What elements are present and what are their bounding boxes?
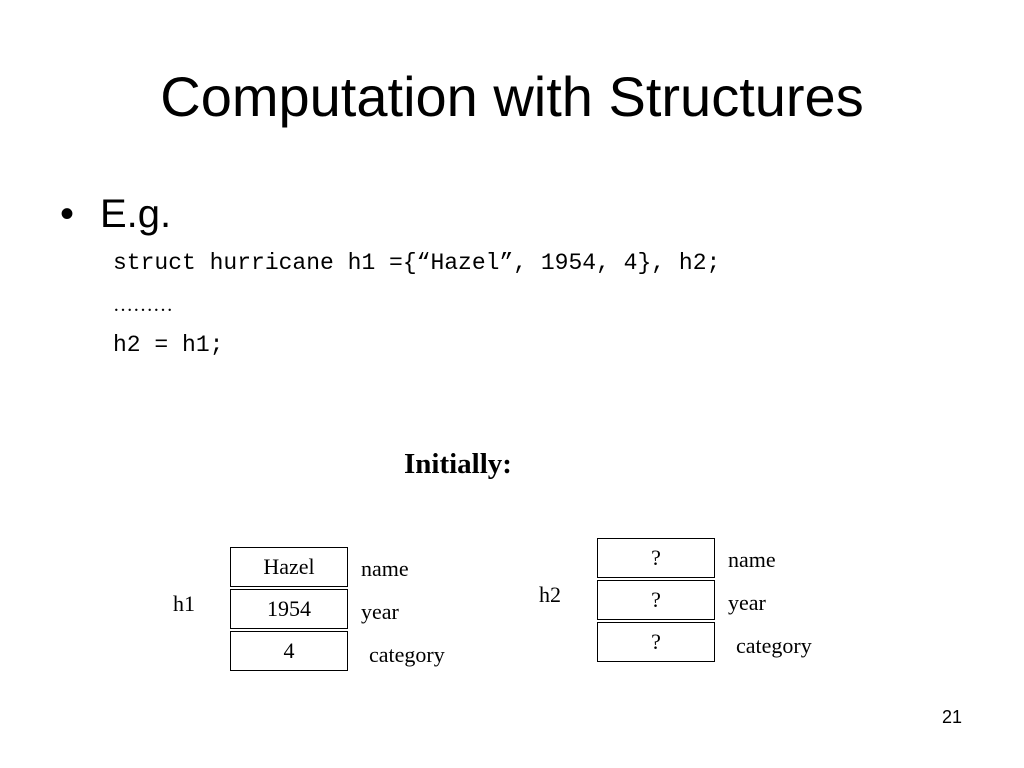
- diagram-caption: Initially:: [404, 448, 512, 480]
- h1-field-year: year: [361, 599, 399, 624]
- code-line-declaration: struct hurricane h1 ={“Hazel”, 1954, 4},…: [113, 250, 721, 276]
- code-line-assignment: h2 = h1;: [113, 332, 224, 358]
- h2-name-cell: ?: [597, 538, 715, 578]
- h2-field-category: category: [736, 633, 812, 658]
- h1-name-cell: Hazel: [230, 547, 348, 587]
- h2-variable-label: h2: [539, 582, 561, 607]
- h1-variable-label: h1: [173, 591, 195, 616]
- bullet-marker: •: [60, 192, 75, 236]
- h2-field-name: name: [728, 547, 776, 572]
- h2-year-cell: ?: [597, 580, 715, 620]
- h2-field-year: year: [728, 590, 766, 615]
- h1-field-name: name: [361, 556, 409, 581]
- bullet-text: E.g.: [100, 192, 172, 236]
- slide-title: Computation with Structures: [160, 65, 864, 128]
- h2-category-cell: ?: [597, 622, 715, 662]
- h1-year-cell: 1954: [230, 589, 348, 629]
- h1-field-category: category: [369, 642, 445, 667]
- code-ellipsis: ………: [113, 294, 173, 316]
- bullet-item: • E.g.: [60, 190, 171, 238]
- h1-category-cell: 4: [230, 631, 348, 671]
- page-number: 21: [941, 707, 962, 727]
